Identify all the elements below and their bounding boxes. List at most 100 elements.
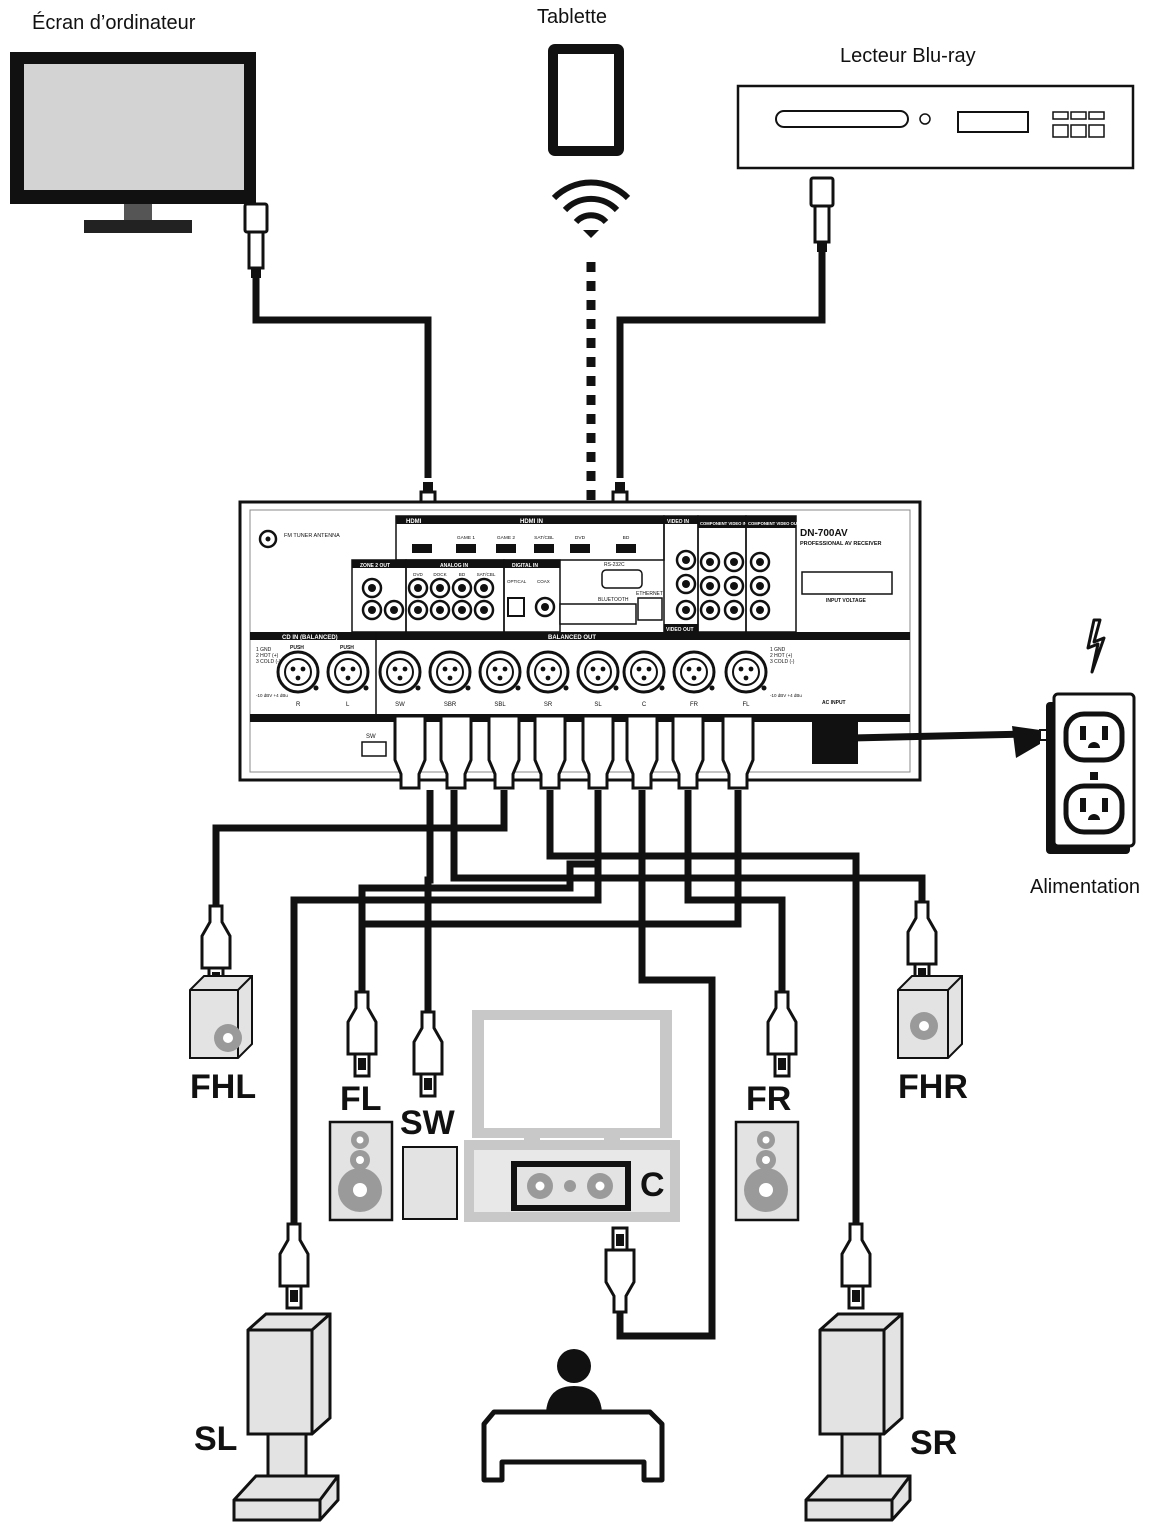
- hdmi-input-label: BD: [623, 535, 630, 541]
- ac-input-label: AC INPUT: [822, 700, 846, 706]
- sl-label: SL: [194, 1420, 238, 1458]
- balanced-channel-label: FL: [742, 702, 750, 708]
- hdmi-input-label: SAT/CBL: [534, 535, 554, 541]
- balanced-channel-label: SR: [544, 702, 553, 708]
- cd-in-label: CD IN (BALANCED): [282, 635, 338, 641]
- bluetooth-label: BLUETOOTH: [598, 597, 629, 603]
- xlr-plug-c: [604, 1226, 636, 1314]
- tv-icon: [464, 1010, 680, 1222]
- bluray-label: Lecteur Blu-ray: [840, 45, 976, 67]
- receiver-xlr-plug: [393, 714, 427, 790]
- fl-label: FL: [340, 1080, 382, 1118]
- balanced-channel-label: SBL: [494, 702, 506, 708]
- fhr-label: FHR: [898, 1068, 968, 1106]
- receiver-xlr-plug: [721, 714, 755, 790]
- balanced-out-jack: [478, 650, 522, 694]
- component-in-label: COMPONENT VIDEO IN: [700, 521, 747, 526]
- balanced-out-jack: [672, 650, 716, 694]
- pin-legend-r2: 2 HOT (+): [770, 653, 793, 659]
- subwoofer-icon: [402, 1146, 458, 1220]
- coax-label: COAX: [537, 579, 550, 584]
- analog-input-label: BD: [459, 572, 466, 577]
- listener-icon: [481, 1349, 665, 1483]
- center-speaker-icon: [511, 1161, 631, 1211]
- push-label-r: PUSH: [290, 645, 304, 651]
- pin-legend-1: 1 GND: [256, 647, 272, 653]
- balanced-out-jack: [576, 650, 620, 694]
- fhl-label: FHL: [190, 1068, 257, 1106]
- sw-label: SW: [400, 1104, 455, 1142]
- balanced-channel-label: SW: [395, 702, 405, 708]
- balanced-channel-label: FR: [690, 702, 699, 708]
- pin-legend-3: 3 COLD (-): [256, 659, 281, 665]
- receiver-xlr-plug: [671, 714, 705, 790]
- cd-channel-l: L: [346, 702, 350, 708]
- xlr-plug-fhr: [906, 900, 938, 988]
- video-in-label: VIDEO IN: [667, 519, 689, 525]
- fhr-speaker-icon: [897, 975, 963, 1059]
- receiver-subtitle: PROFESSIONAL AV RECEIVER: [800, 541, 882, 547]
- lightning-icon: [1086, 618, 1106, 674]
- receiver-xlr-plug: [487, 714, 521, 790]
- component-out-label: COMPONENT VIDEO OUT: [748, 521, 800, 526]
- sw-terminal-label: SW: [366, 734, 376, 740]
- digital-in-label: DIGITAL IN: [512, 563, 538, 569]
- hdmi-out-label: HDMI: [406, 519, 422, 525]
- cd-channel-r: R: [296, 702, 301, 708]
- balanced-out-label: BALANCED OUT: [548, 635, 596, 641]
- receiver-xlr-plug: [533, 714, 567, 790]
- balanced-channel-label: C: [642, 702, 647, 708]
- sl-speaker-icon: [232, 1312, 340, 1522]
- wall-outlet-icon: [1046, 692, 1136, 854]
- zone2-label: ZONE 2 OUT: [360, 563, 390, 569]
- hdmi-input-label: GAME 1: [457, 535, 475, 541]
- balanced-out-jack: [428, 650, 472, 694]
- hdmi-cable-bluray: [607, 176, 835, 558]
- receiver-xlr-plug: [439, 714, 473, 790]
- pin-legend-r1: 1 GND: [770, 647, 786, 653]
- rs232c-label: RS-232C: [604, 562, 625, 568]
- hdmi-cable-monitor: [243, 202, 441, 558]
- computer-monitor-icon: [10, 52, 256, 233]
- power-label: Alimentation: [1030, 876, 1141, 898]
- tablet-label: Tablette: [537, 6, 608, 28]
- xlr-plug-fl: [346, 990, 378, 1078]
- fr-speaker-icon: [734, 1120, 800, 1222]
- receiver-xlr-plug: [625, 714, 659, 790]
- input-voltage-label: INPUT VOLTAGE: [826, 598, 866, 604]
- speaker-cables: [212, 790, 926, 1340]
- fm-antenna-label: FM TUNER ANTENNA: [284, 533, 340, 539]
- hdmi-in-label: HDMI IN: [520, 519, 543, 525]
- push-label-l: PUSH: [340, 645, 354, 651]
- balanced-channel-label: SBR: [444, 702, 457, 708]
- ethernet-label: ETHERNET: [636, 591, 663, 597]
- balanced-out-jack: [378, 650, 422, 694]
- receiver-model: DN-700AV: [800, 528, 848, 539]
- av-receiver: FM TUNER ANTENNA HDMI HDMI IN GAME 1 GAME…: [238, 500, 922, 782]
- analog-input-label: SAT/CBL: [477, 572, 496, 577]
- sr-label: SR: [910, 1424, 958, 1462]
- balanced-out-jack: [622, 650, 666, 694]
- video-out-label: VIDEO OUT: [666, 627, 694, 633]
- optical-label: OPTICAL: [507, 579, 527, 584]
- xlr-plug-sr: [840, 1222, 872, 1310]
- pin-legend-r3: 3 COLD (-): [770, 659, 795, 665]
- analog-input-label: DVD: [413, 572, 423, 577]
- tablet-icon: [548, 44, 624, 156]
- level-legend-left: -10 dBV +4 dBu: [256, 693, 288, 698]
- xlr-plug-sl: [278, 1222, 310, 1310]
- c-label: C: [640, 1166, 665, 1204]
- sr-speaker-icon: [804, 1312, 912, 1522]
- xlr-plug-sw: [412, 1010, 444, 1098]
- monitor-label: Écran d’ordinateur: [32, 12, 196, 34]
- hdmi-input-label: GAME 2: [497, 535, 515, 541]
- balanced-out-jack: [724, 650, 768, 694]
- fr-label: FR: [746, 1080, 792, 1118]
- wifi-icon: [551, 179, 631, 238]
- pin-legend-2: 2 HOT (+): [256, 653, 279, 659]
- hdmi-input-label: DVD: [575, 535, 586, 541]
- balanced-channel-label: SL: [594, 702, 602, 708]
- receiver-xlr-plug: [581, 714, 615, 790]
- level-legend-right: -10 dBV +4 dBu: [770, 693, 802, 698]
